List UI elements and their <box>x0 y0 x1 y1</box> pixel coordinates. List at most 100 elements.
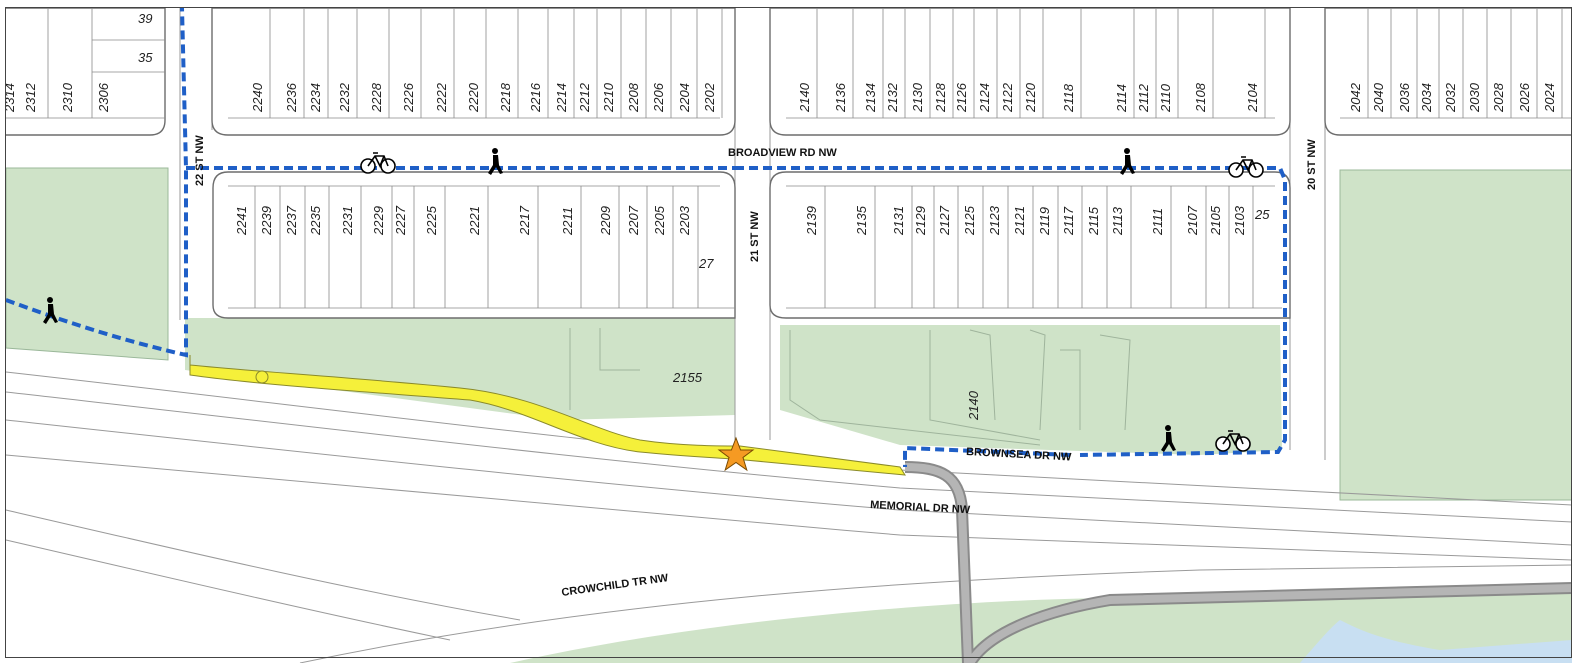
lot-number: 2104 <box>1245 83 1260 113</box>
lot-number: 2239 <box>259 206 274 236</box>
lot-number: 2117 <box>1061 206 1076 236</box>
lot-number: 2211 <box>560 207 575 236</box>
lot-number: 2229 <box>371 206 386 236</box>
lot-number: 39 <box>138 11 152 26</box>
street-label-broadview: BROADVIEW RD NW <box>728 147 837 159</box>
lot-number: 2227 <box>393 205 408 236</box>
lot-number: 2203 <box>677 205 692 236</box>
lot-number: 2108 <box>1193 82 1208 113</box>
lot-number: 2139 <box>804 206 819 236</box>
star-marker-icon <box>717 436 755 472</box>
lot-number: 2228 <box>369 82 384 113</box>
lot-number: 27 <box>698 256 714 271</box>
lot-number: 2220 <box>466 82 481 113</box>
lot-number: 2237 <box>284 205 299 236</box>
lot-number: 2120 <box>1023 82 1038 113</box>
lot-number: 2118 <box>1061 83 1076 113</box>
lot-number: 2126 <box>954 82 969 113</box>
lot-number: 2140 <box>966 390 981 421</box>
lot-number: 2128 <box>933 82 948 113</box>
lot-number: 2207 <box>626 205 641 236</box>
lot-number: 2034 <box>1419 83 1434 113</box>
lot-number: 2132 <box>885 82 900 113</box>
park-paths <box>569 328 1131 446</box>
lot-number: 2134 <box>863 83 878 113</box>
lot-number: 2155 <box>672 370 703 385</box>
lot-number: 2040 <box>1371 82 1386 113</box>
lot-number: 2032 <box>1443 82 1458 113</box>
closed-pathway-segment <box>189 355 906 476</box>
lot-number: 2306 <box>96 82 111 113</box>
lot-number: 2310 <box>60 82 75 113</box>
lot-number: 2107 <box>1185 205 1200 236</box>
lot-number: 2240 <box>250 82 265 113</box>
lot-number: 2208 <box>626 82 641 113</box>
lot-number: 2127 <box>937 205 952 236</box>
lot-number: 2314 <box>2 83 17 113</box>
lot-number: 2026 <box>1517 82 1532 113</box>
lot-number: 2028 <box>1491 82 1506 113</box>
lot-number: 2232 <box>337 82 352 113</box>
lot-number: 2124 <box>977 83 992 113</box>
bicycle-icon <box>1215 430 1251 452</box>
lot-number: 2113 <box>1110 206 1125 236</box>
lot-number: 2212 <box>577 82 592 113</box>
detour-route <box>5 7 1287 467</box>
lot-number: 2111 <box>1150 208 1165 236</box>
lot-number: 2217 <box>517 205 532 236</box>
lot-number: 2140 <box>797 82 812 113</box>
road-lines <box>5 8 1572 663</box>
lot-dividers <box>254 8 1563 308</box>
pedestrian-icon <box>1120 148 1135 175</box>
lot-number: 2131 <box>891 206 906 236</box>
lot-number: 2136 <box>833 82 848 113</box>
lot-number: 2121 <box>1012 206 1027 236</box>
lot-number: 2236 <box>284 82 299 113</box>
lot-number: 2225 <box>424 205 439 236</box>
lot-number: 2112 <box>1136 83 1151 113</box>
lot-number: 25 <box>1254 207 1270 222</box>
lot-number: 2221 <box>467 206 482 236</box>
street-label-22-st: 22 ST NW <box>194 135 206 186</box>
lot-number: 2214 <box>554 83 569 113</box>
street-label-brownsea: BROWNSEA DR NW <box>966 446 1072 464</box>
block-outlines <box>6 7 1572 319</box>
bicycle-icon <box>360 152 396 174</box>
lot-number: 2122 <box>1000 82 1015 113</box>
street-label-21-st: 21 ST NW <box>749 211 761 262</box>
lot-number: 2129 <box>913 206 928 236</box>
lot-number: 2114 <box>1114 84 1129 113</box>
lot-number: 2209 <box>598 206 613 236</box>
street-label-memorial: MEMORIAL DR NW <box>870 499 971 516</box>
lot-number: 2312 <box>23 82 38 113</box>
street-label-crowchild: CROWCHILD TR NW <box>561 572 670 599</box>
lot-number: 2205 <box>652 205 667 236</box>
lot-number: 2231 <box>340 206 355 236</box>
lot-lines <box>6 8 1572 309</box>
lot-number: 2206 <box>651 82 666 113</box>
lot-number: 2216 <box>528 82 543 113</box>
lot-number: 2130 <box>910 82 925 113</box>
lot-number: 2115 <box>1086 206 1101 236</box>
street-label-20-st: 20 ST NW <box>1306 139 1318 190</box>
pedestrian-icon <box>1161 425 1176 452</box>
lot-number: 2123 <box>987 205 1002 236</box>
lot-number: 2202 <box>702 82 717 113</box>
lot-number: 2103 <box>1232 205 1247 236</box>
bicycle-icon <box>1228 156 1264 178</box>
lot-number: 2204 <box>677 83 692 113</box>
lot-number: 2042 <box>1348 82 1363 113</box>
lot-number: 2110 <box>1158 83 1173 113</box>
lot-number: 2030 <box>1467 82 1482 113</box>
pedestrian-icon <box>488 148 503 175</box>
lot-number: 2036 <box>1397 82 1412 113</box>
lot-number: 2222 <box>434 82 449 113</box>
lot-number: 2226 <box>401 82 416 113</box>
lot-number: 2105 <box>1208 205 1223 236</box>
lot-number: 2024 <box>1542 83 1557 113</box>
lot-number: 2210 <box>601 82 616 113</box>
lot-number: 35 <box>138 50 153 65</box>
